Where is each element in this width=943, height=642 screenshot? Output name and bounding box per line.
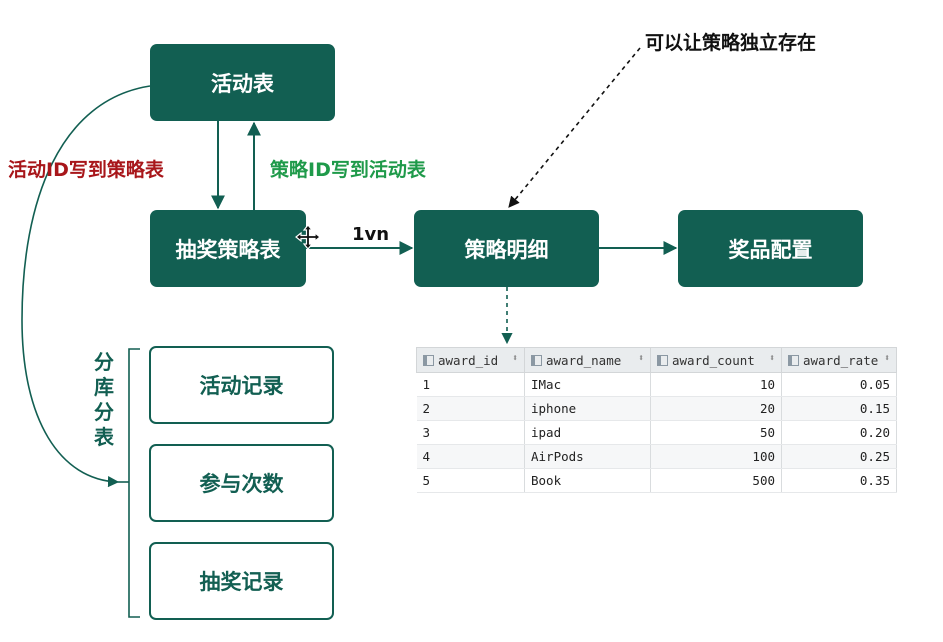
shard-bracket — [128, 348, 140, 618]
award-table: award_id⬍ award_name⬍ award_count⬍ award… — [416, 347, 897, 493]
cell-award-id: 4 — [416, 444, 525, 469]
activity-table-box: 活动表 — [150, 44, 335, 121]
table-row[interactable]: 2 iphone 20 0.15 — [416, 396, 897, 421]
sort-icon[interactable]: ⬍ — [637, 352, 644, 364]
curve-activity-to-shards — [21, 85, 151, 488]
cell-award-name: AirPods — [524, 444, 651, 469]
shard-vertical-label: 分 库 分 表 — [94, 350, 114, 449]
shard-box-participation-count: 参与次数 — [149, 444, 334, 522]
column-header-award-id[interactable]: award_id⬍ — [416, 347, 525, 373]
award-config-box: 奖品配置 — [678, 210, 863, 287]
table-row[interactable]: 1 IMac 10 0.05 — [416, 372, 897, 397]
column-header-award-count[interactable]: award_count⬍ — [650, 347, 782, 373]
shard-box-activity-record: 活动记录 — [149, 346, 334, 424]
cell-award-count: 500 — [650, 468, 782, 493]
cell-award-rate: 0.25 — [781, 444, 897, 469]
arrow-note-to-detail — [508, 47, 641, 208]
cell-award-rate: 0.35 — [781, 468, 897, 493]
column-icon — [788, 354, 799, 366]
cell-award-rate: 0.15 — [781, 396, 897, 421]
cell-award-count: 100 — [650, 444, 782, 469]
column-icon — [657, 354, 668, 366]
table-row[interactable]: 3 ipad 50 0.20 — [416, 420, 897, 445]
label-activity-id-to-strategy: 活动ID写到策略表 — [8, 159, 164, 181]
cell-award-rate: 0.05 — [781, 372, 897, 397]
column-header-award-rate[interactable]: award_rate⬍ — [781, 347, 897, 373]
cell-award-name: IMac — [524, 372, 651, 397]
cell-award-count: 10 — [650, 372, 782, 397]
cell-award-rate: 0.20 — [781, 420, 897, 445]
label-independent-note: 可以让策略独立存在 — [645, 32, 817, 54]
column-header-award-name[interactable]: award_name⬍ — [524, 347, 651, 373]
move-cursor-icon — [295, 224, 321, 250]
shard-box-draw-record: 抽奖记录 — [149, 542, 334, 620]
column-icon — [423, 354, 434, 366]
sort-icon[interactable]: ⬍ — [511, 352, 518, 364]
cell-award-id: 5 — [416, 468, 525, 493]
table-row[interactable]: 4 AirPods 100 0.25 — [416, 444, 897, 469]
label-strategy-id-to-activity: 策略ID写到活动表 — [270, 159, 426, 181]
cell-award-id: 3 — [416, 420, 525, 445]
strategy-detail-box: 策略明细 — [414, 210, 599, 287]
table-row[interactable]: 5 Book 500 0.35 — [416, 468, 897, 493]
label-one-to-n: 1vn — [352, 224, 390, 245]
cell-award-id: 2 — [416, 396, 525, 421]
sort-icon[interactable]: ⬍ — [768, 352, 775, 364]
strategy-table-box: 抽奖策略表 — [150, 210, 306, 287]
cell-award-count: 50 — [650, 420, 782, 445]
award-table-header: award_id⬍ award_name⬍ award_count⬍ award… — [416, 347, 897, 373]
cell-award-name: Book — [524, 468, 651, 493]
column-icon — [531, 354, 542, 366]
cell-award-name: iphone — [524, 396, 651, 421]
sort-icon[interactable]: ⬍ — [883, 352, 890, 364]
cell-award-id: 1 — [416, 372, 525, 397]
cell-award-name: ipad — [524, 420, 651, 445]
cell-award-count: 20 — [650, 396, 782, 421]
